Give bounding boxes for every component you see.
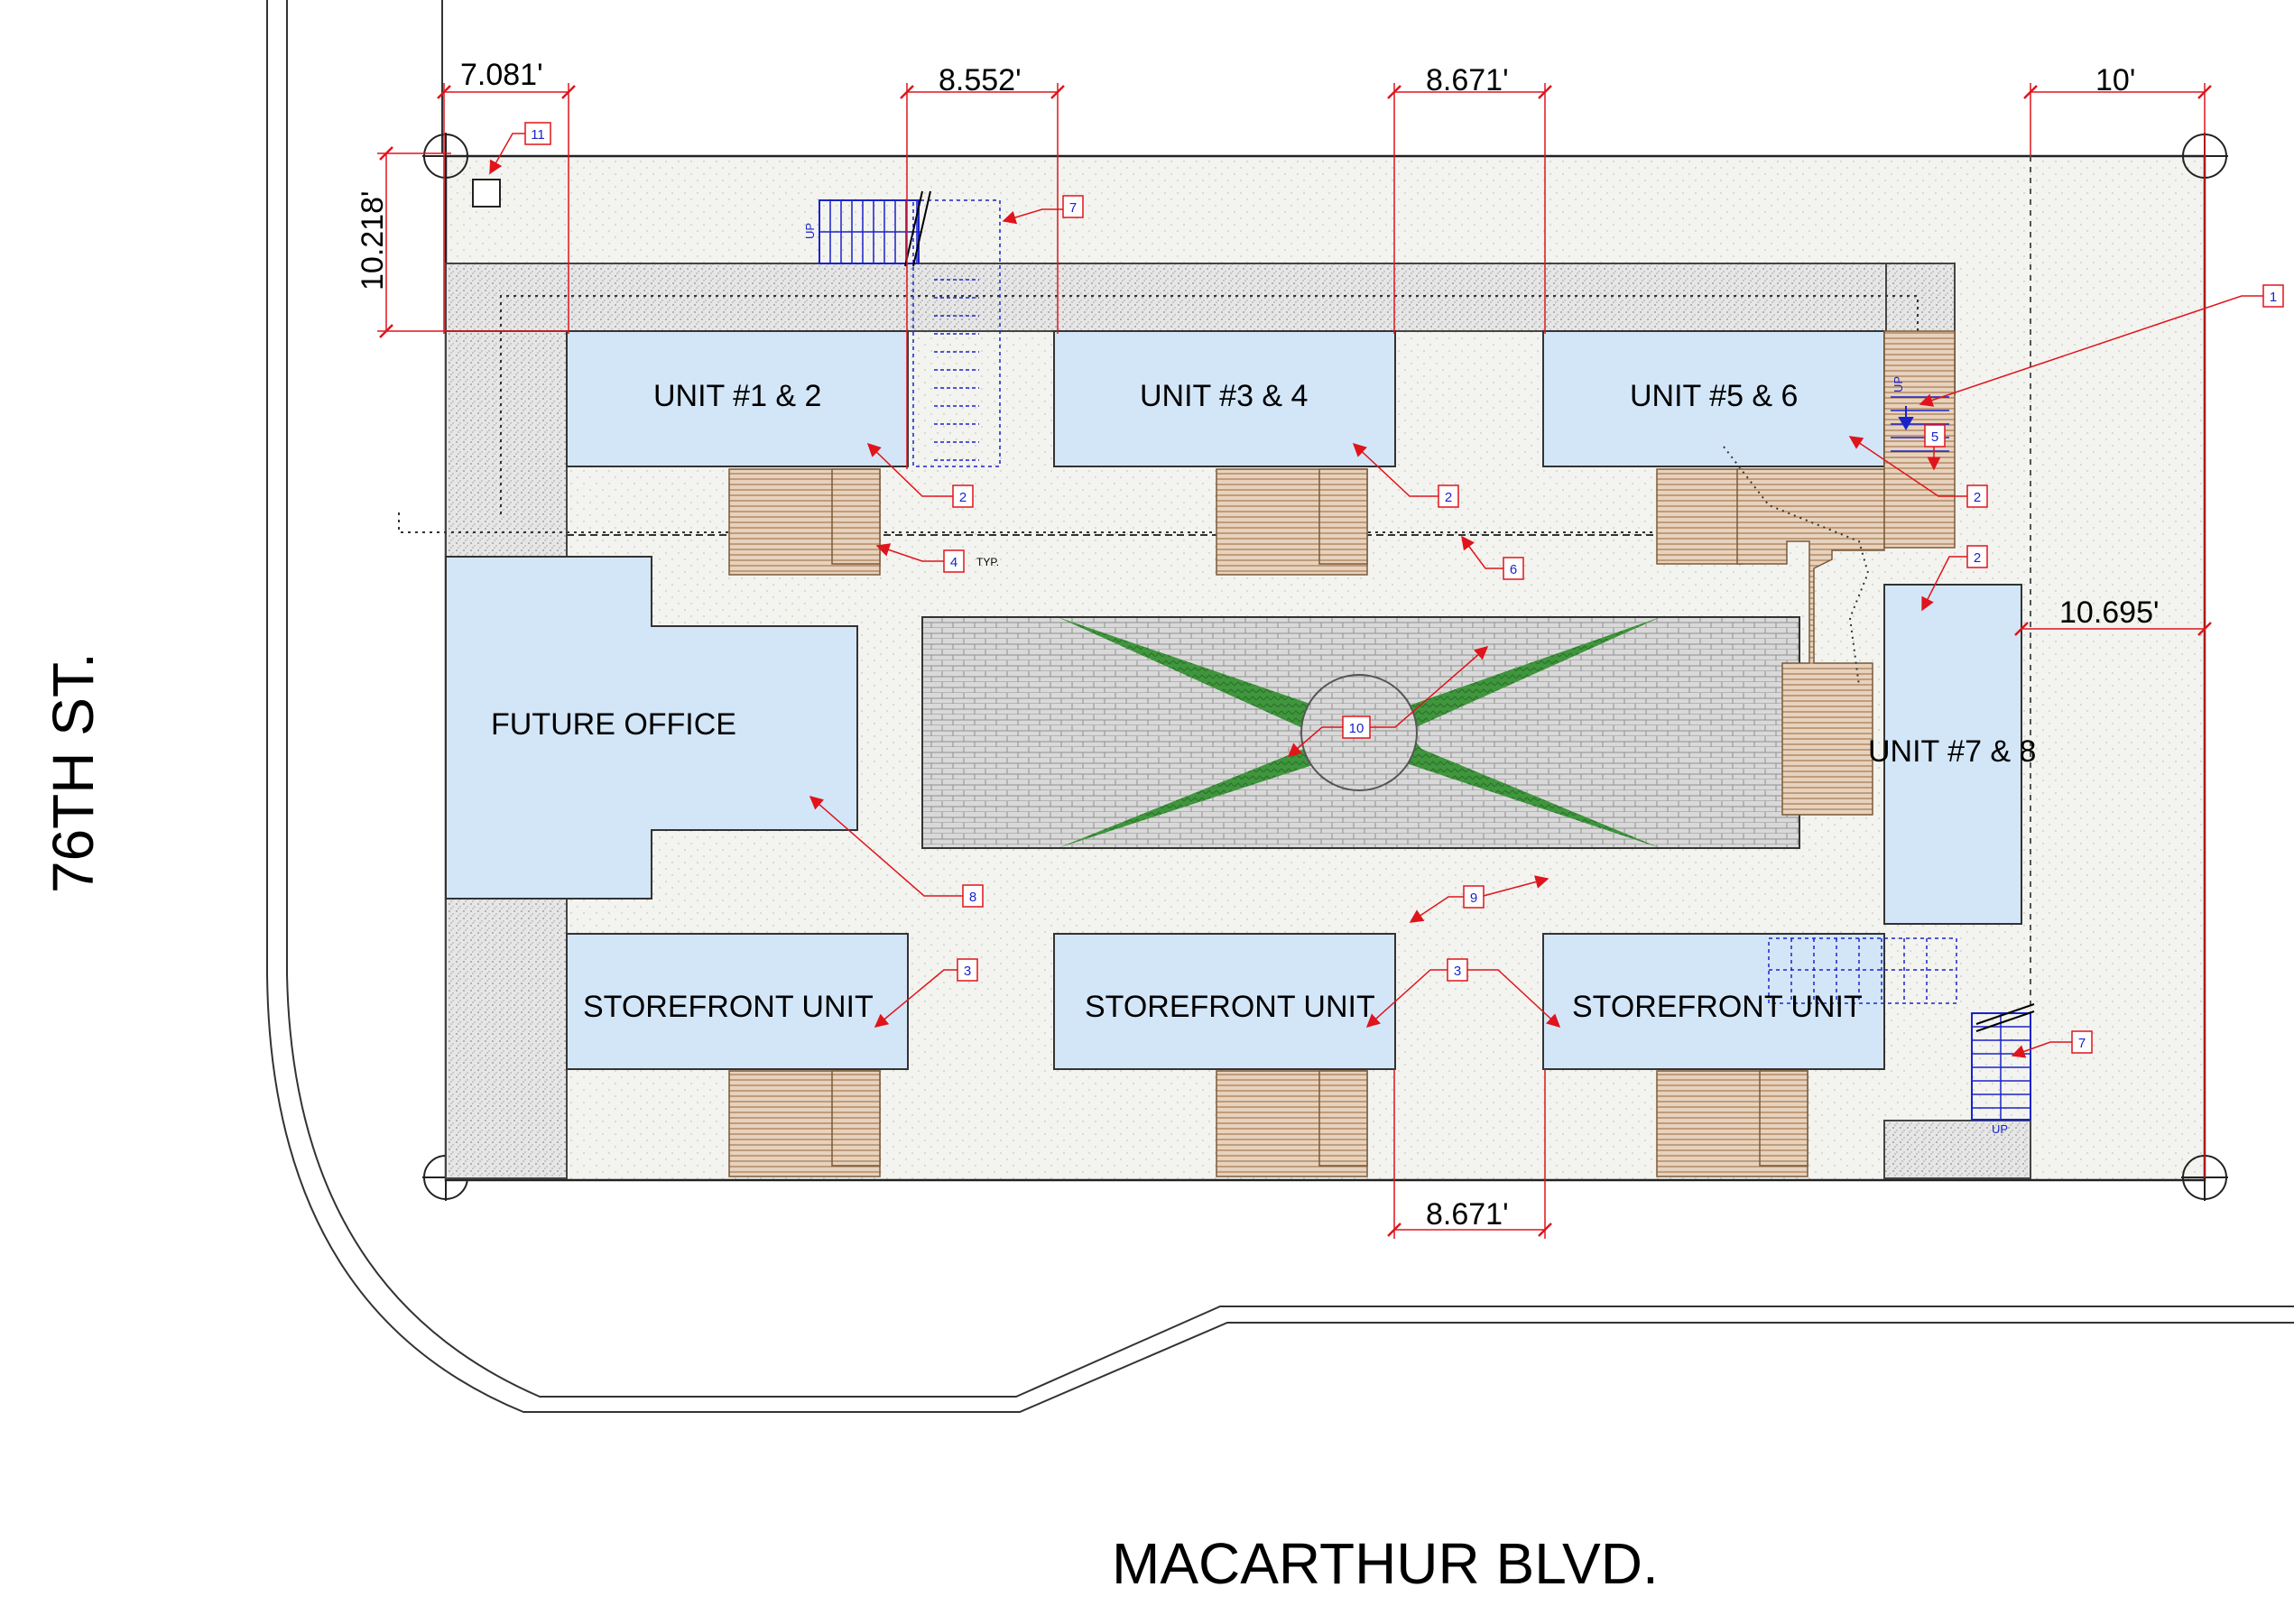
callout-7b: 7 (2078, 1036, 2086, 1051)
callout-tags (524, 122, 2284, 1054)
dim-bottom-mid: 8.671' (1426, 1197, 1509, 1232)
callout-box-5 (1924, 424, 1946, 448)
walkway-dashed-edge (398, 295, 1919, 533)
stair-up-label-top: UP (803, 223, 817, 239)
concrete-walkway (445, 263, 2031, 1179)
callout-box-3b (1447, 958, 1468, 982)
label-unit-1-2: UNIT #1 & 2 (653, 379, 821, 413)
label-storefront-3: STOREFRONT UNIT (1572, 990, 1863, 1024)
callout-box-10 (1342, 715, 1371, 739)
callout-box-3a (957, 958, 978, 982)
label-unit-3-4: UNIT #3 & 4 (1140, 379, 1308, 413)
unit-3-4-building (1053, 330, 1396, 467)
callout-2b: 2 (1445, 490, 1452, 505)
callout-box-7b (2071, 1030, 2093, 1054)
dim-right-side: 10.695' (2059, 595, 2159, 630)
label-unit-7-8: UNIT #7 & 8 (1868, 734, 2036, 769)
callout-box-11 (524, 122, 551, 145)
callout-box-8 (962, 884, 984, 908)
street-76th: 76TH ST. (41, 652, 106, 893)
stair-up-label-bottom: UP (1992, 1122, 2008, 1136)
callout-10: 10 (1349, 721, 1364, 736)
callout-9: 9 (1470, 890, 1477, 906)
dim-top-mid-right: 8.671' (1426, 63, 1509, 97)
callout-box-4 (943, 549, 965, 573)
building-footprints (445, 330, 2022, 1070)
callout-3b: 3 (1454, 964, 1461, 979)
central-courtyard (921, 616, 1800, 849)
callout-11: 11 (531, 127, 545, 143)
equipment-pad (472, 179, 501, 208)
dim-left-vertical: 10.218' (356, 191, 390, 291)
storefront-3-building (1542, 933, 1885, 1070)
callout-2d: 2 (1974, 550, 1981, 566)
unit-5-6-building (1542, 330, 1885, 467)
unit-1-2-building (566, 330, 909, 467)
dimension-lines (377, 83, 2206, 1239)
callout-box-9 (1463, 885, 1485, 909)
callout-7a: 7 (1069, 200, 1077, 216)
street-curb-lines (266, 0, 2294, 1413)
wood-decks (728, 330, 1956, 1177)
label-storefront-2: STOREFRONT UNIT (1085, 990, 1375, 1024)
callout-6: 6 (1510, 562, 1517, 577)
callout-box-2a (952, 484, 974, 508)
stair-direction-arrow (1898, 406, 1914, 430)
stair-up-label-right: UP (1892, 376, 1905, 392)
callout-box-2c (1966, 484, 1988, 508)
dim-top-mid-left: 8.552' (939, 63, 1022, 97)
callout-4-typ: TYP. (976, 556, 999, 568)
callout-box-7a (1062, 195, 1084, 218)
storefront-2-building (1053, 933, 1396, 1070)
dimension-ticks (379, 85, 2212, 1237)
callout-1: 1 (2270, 290, 2277, 305)
callout-8: 8 (969, 890, 976, 905)
label-storefront-1: STOREFRONT UNIT (583, 990, 874, 1024)
unit-7-8-building (1883, 584, 2022, 925)
stair-break-lines (904, 190, 2035, 1032)
callout-2c: 2 (1974, 490, 1981, 505)
future-office-building (445, 556, 858, 900)
callout-4: 4 (950, 555, 957, 570)
dim-top-left: 7.081' (460, 58, 543, 92)
callout-box-6 (1503, 557, 1524, 580)
street-macarthur: MACARTHUR BLVD. (1112, 1531, 1659, 1596)
callout-box-2d (1966, 545, 1988, 568)
label-future-office: FUTURE OFFICE (491, 707, 736, 742)
stairs (819, 199, 2031, 1121)
label-unit-5-6: UNIT #5 & 6 (1630, 379, 1798, 413)
callout-5: 5 (1931, 429, 1938, 445)
callout-leaders (489, 133, 2265, 1058)
callout-box-2b (1438, 484, 1459, 508)
callout-3a: 3 (964, 964, 971, 979)
storefront-1-building (566, 933, 909, 1070)
callout-2a: 2 (959, 490, 967, 505)
callout-box-1 (2262, 284, 2284, 308)
dim-top-right: 10' (2095, 63, 2135, 97)
